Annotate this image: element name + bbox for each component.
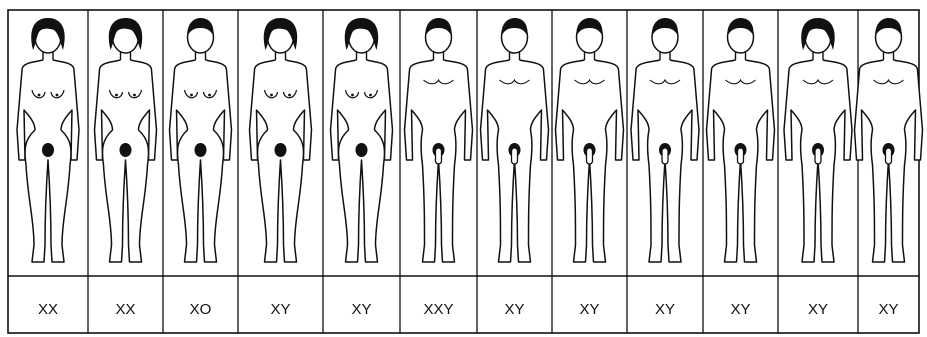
genital-outline [512, 148, 518, 164]
chest-mark [288, 94, 291, 97]
chest-mark [208, 94, 211, 97]
karyotype-label: XY [504, 301, 524, 318]
chest-mark [133, 94, 136, 97]
genital-outline [587, 148, 593, 164]
genital-outline [738, 148, 744, 164]
chest-mark [190, 94, 193, 97]
chest-mark [351, 94, 354, 97]
karyotype-label: XY [351, 301, 371, 318]
karyotype-label: XY [808, 301, 828, 318]
pubic-region [275, 143, 287, 157]
chest-mark [270, 94, 273, 97]
chest-mark [56, 94, 59, 97]
karyotype-label: XY [655, 301, 675, 318]
karyotype-label: XX [115, 301, 135, 318]
karyotype-label: XY [878, 301, 898, 318]
chest-mark [369, 94, 372, 97]
genital-outline [815, 148, 821, 164]
karyotype-label: XY [579, 301, 599, 318]
chest-mark [115, 94, 118, 97]
pubic-region [42, 143, 54, 157]
pubic-region [120, 143, 132, 157]
karyotype-label: XY [270, 301, 290, 318]
karyotype-label: XY [730, 301, 750, 318]
chest-mark [38, 94, 41, 97]
genital-outline [886, 148, 892, 164]
pubic-region [356, 143, 368, 157]
pubic-region [195, 143, 207, 157]
karyotype-label: XX [38, 301, 58, 318]
karyotype-label: XO [190, 301, 212, 318]
karyotype-label: XXY [423, 301, 453, 318]
genital-outline [436, 148, 442, 164]
genital-outline [662, 148, 668, 164]
